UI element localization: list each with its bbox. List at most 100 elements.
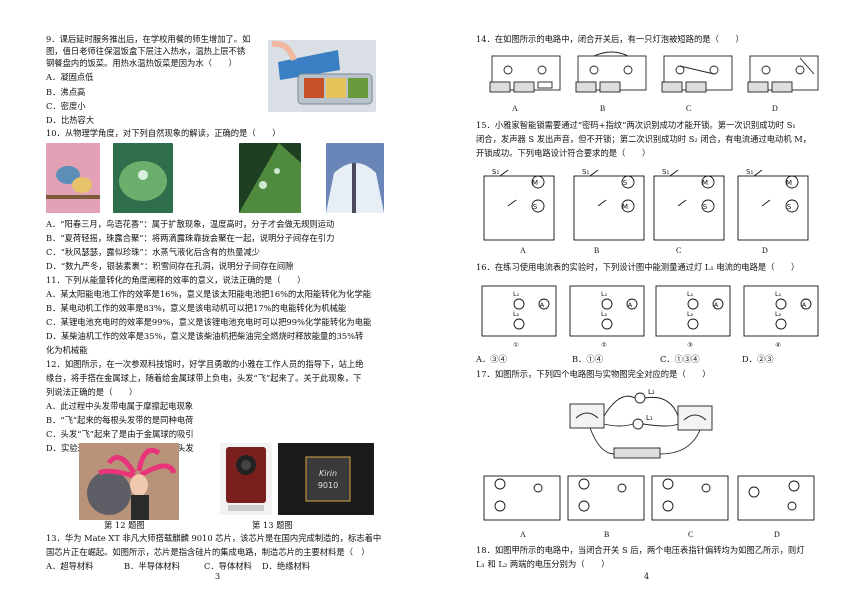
q17-stem: 17．如图所示，下列四个电路图与实物图完全对应的是（ ） xyxy=(476,369,711,379)
figure-12-caption: 第 12 题图 xyxy=(104,520,145,530)
phone-box-photo xyxy=(220,443,272,515)
q12-option-c: C．头发“飞”起来了是由于金属球的吸引 xyxy=(46,429,194,439)
q16-2-l2-label: L₂ xyxy=(601,310,608,318)
q14-label-c: C xyxy=(686,104,692,113)
q15-label-a: A xyxy=(520,246,526,255)
q15a-buzzer-label: S xyxy=(533,203,538,211)
kirin-chip-photo: Kirin 9010 xyxy=(278,443,374,515)
q16-option-c: C．①③④ xyxy=(660,354,700,364)
q15b-s1-label: S₁ xyxy=(582,168,589,176)
q12-stem-line1: 12．如图所示，在一次参观科技馆时，好学且勇敢的小雅在工作人员的指导下，站上绝 xyxy=(46,359,364,369)
q15c-buzzer-label: S xyxy=(703,203,708,211)
q16-option-d: D．②③ xyxy=(742,354,774,364)
q9-stem-line1: 9．课后延时服务推出后，在学校用餐的师生增加了。如 xyxy=(46,34,251,44)
q14-label-a: A xyxy=(512,104,518,113)
q15c-s1-label: S₁ xyxy=(662,168,669,176)
q9-option-b: B．沸点高 xyxy=(46,87,86,97)
q16-4-l1-label: L₁ xyxy=(775,290,782,298)
q16-3-l2-label: L₂ xyxy=(687,310,694,318)
q16-1-ammeter: A xyxy=(540,301,545,309)
q15-stem-line3: 开锁成功。下列电路设计符合要求的是（ ） xyxy=(476,148,651,158)
q16-circuits: L₁ L₂ A L₁ L₂ A L₁ L₂ A L₁ L₂ A ① ② ③ ④ xyxy=(481,285,819,349)
autumn-dew-photo xyxy=(239,143,301,213)
q13-option-b: B．半导体材料 xyxy=(124,561,180,571)
q12-option-a: A．此过程中头发带电属于摩擦起电现象 xyxy=(46,401,194,411)
q15a-motor-label: M xyxy=(532,179,538,187)
q9-stem-line2: 图，值日老师往保温饭盒下层注入热水，温热上层不锈 xyxy=(46,46,246,56)
lunchbox-photo xyxy=(268,40,376,112)
q10-option-a: A．“阳春三月，鸟语花香”：属于扩散现象，温度高时，分子才会做无规则运动 xyxy=(46,219,335,229)
q16-4-ammeter: A xyxy=(802,301,807,309)
q11-stem: 11．下列从能量转化的角度阐释的效率的意义，说法正确的是（ ） xyxy=(46,275,306,285)
q13-stem-line1: 13．华为 Mate XT 非凡大师搭载麒麟 9010 芯片，该芯片是在国内完成… xyxy=(46,533,382,543)
q18-stem-line2: L₁ 和 L₂ 两端的电压分别为（ ） xyxy=(476,559,610,569)
q15-label-b: B xyxy=(594,246,600,255)
q16-num-3: ③ xyxy=(687,341,693,349)
q16-num-1: ① xyxy=(513,341,519,349)
q16-4-l2-label: L₂ xyxy=(775,310,782,318)
q16-stem: 16．在练习使用电流表的实验时，下列设计图中能测量通过灯 L₁ 电流的电路是（ … xyxy=(476,262,800,272)
q11-option-c: C．某锂电池充电时的效率是99%，意义是该锂电池充电时可以把99%化学能转化为电… xyxy=(46,317,372,327)
winter-snow-photo xyxy=(326,143,384,213)
q11-option-d-line2: 化为机械能 xyxy=(46,345,88,355)
q16-2-l1-label: L₁ xyxy=(601,290,608,298)
q15-label-d: D xyxy=(762,246,768,255)
q15b-motor-label: M xyxy=(622,203,628,211)
q16-option-b: B．①④ xyxy=(572,354,603,364)
q13-option-c: C．导体材料 xyxy=(204,561,252,571)
q16-2-ammeter: A xyxy=(628,301,633,309)
q15-circuits: S₁ M S S₁ S M S₁ M S S₁ M S xyxy=(483,168,809,241)
chip-brand-text: Kirin xyxy=(319,469,337,478)
q16-num-2: ② xyxy=(601,341,607,349)
hair-static-photo xyxy=(79,443,179,520)
figure-13-caption: 第 13 题图 xyxy=(252,520,293,530)
q15-label-c: C xyxy=(676,246,682,255)
q14-label-b: B xyxy=(600,104,606,113)
q10-option-d: D．“数九严冬，银装素裹”：积雪间存在孔洞，说明分子间存在间隙 xyxy=(46,261,294,271)
q15c-motor-label: M xyxy=(702,179,708,187)
q13-option-a: A．超导材料 xyxy=(46,561,94,571)
spring-birds-photo xyxy=(46,143,100,213)
summer-lotus-photo xyxy=(113,143,173,213)
q18-stem-line1: 18．如图甲所示的电路中，当闭合开关 S 后，两个电压表指针偏转均为如图乙所示，… xyxy=(476,545,805,555)
q15d-buzzer-label: S xyxy=(787,203,792,211)
page-number-left: 3 xyxy=(215,572,221,581)
q9-option-a: A．凝固点低 xyxy=(46,72,94,82)
q12-option-b: B．“飞”起来的每根头发带的是同种电荷 xyxy=(46,415,194,425)
q14-circuits xyxy=(489,51,819,93)
q12-stem-line3: 列说法正确的是（ ） xyxy=(46,387,138,397)
q17-label-a: A xyxy=(520,530,526,539)
q13-stem-line2: 国芯片正在崛起。如图所示，芯片是指含硅片的集成电路，制造芯片的主要材料是（ ） xyxy=(46,547,370,557)
q12-stem-line2: 缘台，将手搭在金属球上，随着给金属球带上负电，头发“飞”起来了。关于此现象，下 xyxy=(46,373,362,383)
q16-num-4: ④ xyxy=(775,341,781,349)
chip-model-text: 9010 xyxy=(318,481,338,490)
q17-physical-l1-label: L₁ xyxy=(646,414,653,422)
q15d-s1-label: S₁ xyxy=(746,168,753,176)
q13-option-d: D．绝缘材料 xyxy=(262,561,311,571)
q11-option-d-line1: D．某柴油机工作的效率是35%，意义是该柴油机把柴油完全燃烧时释放能量的35%转 xyxy=(46,331,364,341)
q10-option-b: B．“夏荷轻摇，珠露合聚”：将两滴露珠靠拢会聚在一起，说明分子间存在引力 xyxy=(46,233,335,243)
page-number-right: 4 xyxy=(644,572,650,581)
q15-stem-line2: 闭合，发声器 S 发出声音，但不开锁；第二次识别成功时 S₂ 闭合，有电流通过电… xyxy=(476,134,812,144)
q16-3-l1-label: L₁ xyxy=(687,290,694,298)
q14-label-d: D xyxy=(772,104,778,113)
q11-option-b: B．某电动机工作的效率是83%，意义是该电动机可以把17%的电能转化为机械能 xyxy=(46,303,347,313)
q17-physical-l2-label: L₂ xyxy=(648,388,655,396)
q15-stem-line1: 15．小雅家智能锁需要通过“密码+指纹”两次识别成功才能开锁。第一次识别成功时 … xyxy=(476,120,796,130)
q17-label-b: B xyxy=(604,530,610,539)
q17-circuit-options xyxy=(483,475,815,521)
q17-label-d: D xyxy=(774,530,780,539)
q10-stem: 10．从物理学角度，对下列自然现象的解读，正确的是（ ） xyxy=(46,128,281,138)
q10-option-c: C．“秋风瑟瑟，露似珍珠”：水蒸气液化后含有的热量减少 xyxy=(46,247,260,257)
q16-3-ammeter: A xyxy=(714,301,719,309)
q9-option-c: C．密度小 xyxy=(46,101,86,111)
q16-1-l2-label: L₂ xyxy=(513,310,520,318)
q14-stem: 14．在如图所示的电路中，闭合开关后，有一只灯泡被短路的是（ ） xyxy=(476,34,744,44)
q9-stem-line3: 钢餐盘内的饭菜。用热水温热饭菜是因为水（ ） xyxy=(46,58,237,68)
q15a-s1-label: S₁ xyxy=(492,168,499,176)
q15d-motor-label: M xyxy=(786,179,792,187)
q16-1-l1-label: L₁ xyxy=(513,290,520,298)
q17-physical-diagram: L₂ L₁ xyxy=(569,388,713,459)
q11-option-a: A．某太阳能电池工作的效率是16%，意义是该太阳能电池把16%的太阳能转化为化学… xyxy=(46,289,371,299)
